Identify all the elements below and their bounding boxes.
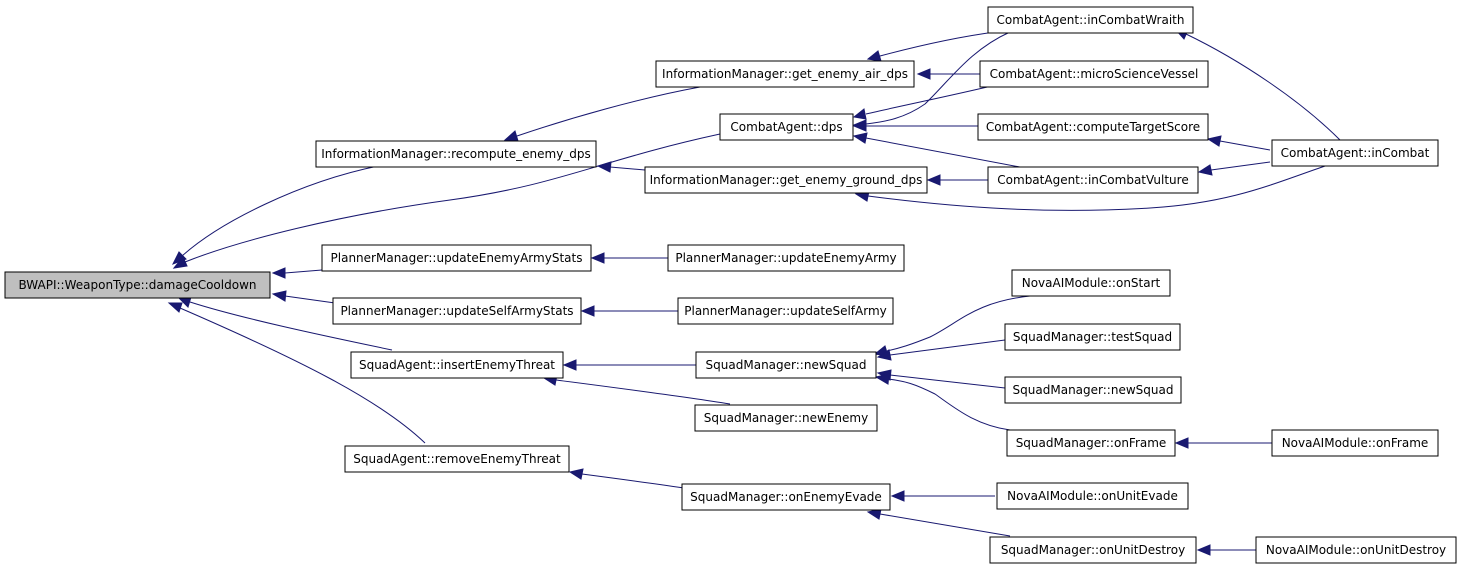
edge-ca-vessel-to-im-air	[916, 68, 980, 80]
edge-ca-target-to-ca-dps	[852, 120, 978, 132]
node-ca-in-combat[interactable]: CombatAgent::inCombat	[1271, 139, 1439, 167]
edge-ca-wraith-to-im-air	[866, 31, 996, 62]
node-ca-micro-science-vessel[interactable]: CombatAgent::microScienceVessel	[979, 60, 1209, 88]
node-label: CombatAgent::computeTargetScore	[986, 120, 1200, 134]
node-label: NovaAIModule::onUnitEvade	[1007, 489, 1178, 503]
node-sa-insert-enemy-threat[interactable]: SquadAgent::insertEnemyThreat	[350, 351, 564, 379]
edge-sm-newenemy-to-sa-insert	[542, 374, 731, 405]
node-label: CombatAgent::inCombatVulture	[997, 173, 1188, 187]
node-label: SquadManager::newEnemy	[704, 411, 868, 425]
edge-ca-incombat-to-ca-target	[1206, 135, 1271, 151]
edge-ca-incombat-to-ca-vulture	[1197, 161, 1271, 176]
node-sa-remove-enemy-threat[interactable]: SquadAgent::removeEnemyThreat	[344, 445, 570, 473]
node-pm-update-self-army[interactable]: PlannerManager::updateSelfArmy	[677, 297, 894, 325]
node-ca-dps[interactable]: CombatAgent::dps	[719, 113, 854, 141]
node-sm-on-frame[interactable]: SquadManager::onFrame	[1006, 429, 1176, 457]
edge-pm-enemyarmy-to-pm-enemystats	[590, 252, 668, 264]
function-nodes: BWAPI::WeaponType::damageCooldown Inform…	[4, 6, 1457, 564]
edge-pm-selfarmy-to-pm-selfstats	[580, 305, 678, 317]
node-sm-new-enemy[interactable]: SquadManager::newEnemy	[694, 404, 878, 432]
node-root-damage-cooldown[interactable]: BWAPI::WeaponType::damageCooldown	[4, 271, 271, 299]
edge-pm-selfstats-to-root	[271, 290, 336, 304]
node-label: SquadAgent::insertEnemyThreat	[359, 358, 555, 372]
node-im-get-enemy-air-dps[interactable]: InformationManager::get_enemy_air_dps	[655, 60, 915, 88]
edge-ca-vulture-to-ca-dps	[852, 132, 1026, 169]
call-edges	[167, 28, 1341, 556]
node-label: SquadManager::onEnemyEvade	[690, 490, 882, 504]
node-label: SquadManager::onFrame	[1016, 436, 1167, 450]
edge-sa-remove-to-root	[167, 302, 426, 444]
node-label: InformationManager::recompute_enemy_dps	[321, 147, 591, 161]
edge-nova-frame-to-sm-frame	[1174, 437, 1272, 449]
node-sm-new-squad-2[interactable]: SquadManager::newSquad	[1004, 376, 1182, 404]
edge-nova-evade-to-sm-evade	[890, 490, 995, 502]
node-im-get-enemy-ground-dps[interactable]: InformationManager::get_enemy_ground_dps	[644, 166, 928, 194]
node-sm-test-squad[interactable]: SquadManager::testSquad	[1004, 323, 1181, 351]
node-label: CombatAgent::dps	[730, 120, 842, 134]
edge-ca-vulture-to-im-ground	[926, 174, 988, 186]
node-sm-on-enemy-evade[interactable]: SquadManager::onEnemyEvade	[681, 483, 891, 511]
node-nova-on-unit-evade[interactable]: NovaAIModule::onUnitEvade	[996, 482, 1189, 510]
edge-im-air-to-im-recompute	[503, 86, 701, 142]
edge-ca-dps-to-root	[172, 133, 721, 269]
node-label: PlannerManager::updateSelfArmy	[684, 304, 887, 318]
node-pm-update-enemy-army-stats[interactable]: PlannerManager::updateEnemyArmyStats	[321, 244, 592, 272]
node-im-recompute-enemy-dps[interactable]: InformationManager::recompute_enemy_dps	[315, 140, 597, 168]
edge-pm-enemystats-to-root	[271, 267, 323, 279]
node-label: CombatAgent::inCombatWraith	[997, 13, 1185, 27]
node-label: PlannerManager::updateEnemyArmyStats	[331, 251, 583, 265]
edge-nova-destroy-to-sm-destroy	[1196, 544, 1256, 556]
edge-sm-newsquad2-to-sm-newsquad1	[876, 369, 1006, 389]
node-label: CombatAgent::microScienceVessel	[990, 67, 1199, 81]
node-label: SquadManager::newSquad	[706, 358, 867, 372]
node-label: SquadManager::onUnitDestroy	[1001, 543, 1185, 557]
node-sm-on-unit-destroy[interactable]: SquadManager::onUnitDestroy	[989, 536, 1197, 564]
node-nova-on-frame[interactable]: NovaAIModule::onFrame	[1271, 429, 1439, 457]
node-sm-new-squad[interactable]: SquadManager::newSquad	[695, 351, 877, 379]
node-label: SquadManager::testSquad	[1013, 330, 1172, 344]
edge-sm-destroy-to-sm-evade	[866, 508, 1011, 537]
node-label: SquadAgent::removeEnemyThreat	[353, 452, 561, 466]
edge-im-ground-to-im-recompute	[596, 161, 646, 173]
node-label: NovaAIModule::onStart	[1022, 276, 1161, 290]
node-label: NovaAIModule::onUnitDestroy	[1266, 543, 1446, 557]
edge-ca-vessel-to-ca-dps	[852, 83, 1001, 120]
node-label: CombatAgent::inCombat	[1281, 146, 1430, 160]
node-ca-in-combat-wraith[interactable]: CombatAgent::inCombatWraith	[987, 6, 1194, 34]
edge-sm-frame-to-sm-newsquad1	[874, 373, 1011, 431]
edge-sm-newsquad1-to-sa-insert	[562, 359, 696, 371]
node-ca-compute-target-score[interactable]: CombatAgent::computeTargetScore	[977, 113, 1209, 141]
node-label: InformationManager::get_enemy_air_dps	[662, 67, 908, 81]
node-nova-on-unit-destroy[interactable]: NovaAIModule::onUnitDestroy	[1255, 536, 1457, 564]
node-pm-update-self-army-stats[interactable]: PlannerManager::updateSelfArmyStats	[332, 297, 582, 325]
edge-sm-test-to-sm-newsquad1	[876, 339, 1006, 361]
node-pm-update-enemy-army[interactable]: PlannerManager::updateEnemyArmy	[667, 244, 905, 272]
edge-sm-evade-to-sa-remove	[568, 468, 685, 489]
node-label: NovaAIModule::onFrame	[1282, 436, 1429, 450]
node-label: InformationManager::get_enemy_ground_dps	[650, 173, 923, 187]
node-label: BWAPI::WeaponType::damageCooldown	[19, 278, 257, 292]
node-nova-on-start[interactable]: NovaAIModule::onStart	[1011, 269, 1171, 297]
node-label: PlannerManager::updateSelfArmyStats	[340, 304, 573, 318]
node-label: PlannerManager::updateEnemyArmy	[675, 251, 896, 265]
node-label: SquadManager::newSquad	[1013, 383, 1174, 397]
node-ca-in-combat-vulture[interactable]: CombatAgent::inCombatVulture	[987, 166, 1199, 194]
